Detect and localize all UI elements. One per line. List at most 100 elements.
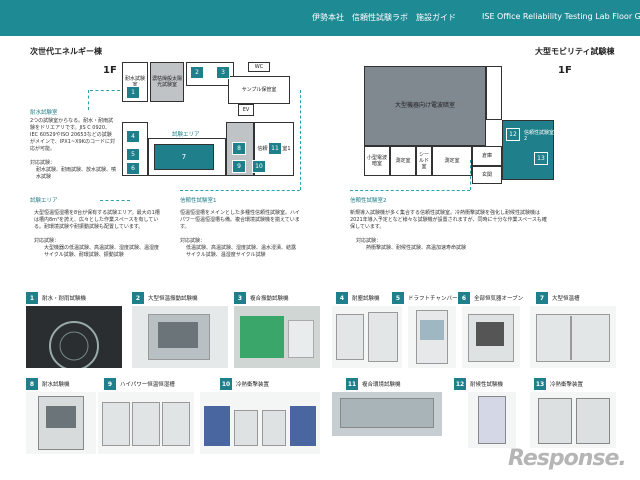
room-measure2: 測定室 bbox=[432, 146, 472, 176]
connector-water bbox=[90, 90, 120, 91]
connector-rel1 bbox=[300, 90, 301, 190]
watermark-logo: Response. bbox=[508, 446, 627, 471]
equip-label-12: 12 耐候性試験機 bbox=[454, 378, 503, 390]
equip-label-11: 11 複合環境試験機 bbox=[346, 378, 401, 390]
connector-rel2-h bbox=[350, 190, 470, 191]
room-num-11: 11 bbox=[268, 142, 282, 155]
equip-photo-12 bbox=[468, 392, 516, 448]
connector-rel2 bbox=[470, 160, 471, 190]
room-entrance: 玄関 bbox=[472, 166, 502, 184]
note-area-list-title: 対応試験： bbox=[34, 238, 60, 244]
equip-badge-6: 6 bbox=[458, 292, 470, 304]
equip-name-13: 冷熱衝撃装置 bbox=[550, 382, 584, 388]
connector-water-v bbox=[88, 90, 89, 110]
room-num-3: 3 bbox=[216, 66, 230, 79]
equip-photo-1 bbox=[26, 306, 122, 368]
rel2-tag: 信頼性試験室2 bbox=[524, 130, 555, 142]
equip-badge-3: 3 bbox=[234, 292, 246, 304]
room-num-5: 5 bbox=[126, 148, 140, 161]
left-section-title: 次世代エネルギー棟 bbox=[30, 47, 102, 56]
equip-label-7: 7 大型恒温槽 bbox=[536, 292, 580, 304]
note-rel1-heading: 信頼性試験室1 bbox=[180, 198, 217, 204]
equip-label-10: 10 冷熱衝撃装置 bbox=[220, 378, 269, 390]
equip-photo-7 bbox=[530, 306, 616, 368]
equip-label-4: 4 耐塵試験機 bbox=[336, 292, 380, 304]
header-title-en: ISE Office Reliability Testing Lab Floor… bbox=[482, 12, 640, 21]
equip-name-4: 耐塵試験機 bbox=[352, 296, 380, 302]
room-ev: EV bbox=[238, 104, 254, 116]
equip-badge-7: 7 bbox=[536, 292, 548, 304]
room-num-6: 6 bbox=[126, 162, 140, 175]
room-num-7: 7 bbox=[181, 153, 187, 161]
left-floor-plan: 耐水試験室 濃枯燥般太陽光試験室 WC サンプル保管室 EV 信頼性試験室1 7… bbox=[118, 58, 298, 178]
equip-name-8: 耐水試験機 bbox=[42, 382, 70, 388]
equip-name-9: ハイパワー恒温恒湿槽 bbox=[120, 382, 175, 388]
equip-label-9: 9 ハイパワー恒温恒湿槽 bbox=[104, 378, 175, 390]
equip-badge-11: 11 bbox=[346, 378, 358, 390]
equip-photo-1-art bbox=[49, 321, 99, 368]
equip-name-2: 大型恒温振動試験機 bbox=[148, 296, 198, 302]
room-num-12: 12 bbox=[506, 128, 520, 141]
equip-photo-13 bbox=[530, 392, 616, 448]
note-water-list: 耐水試験、耐雨試験、放水試験、噴水試験 bbox=[36, 167, 117, 180]
test-area-tag: 試験エリア bbox=[172, 132, 200, 138]
header-title-jp: 伊勢本社 信頼性試験ラボ 施設ガイド bbox=[312, 13, 456, 22]
room-anechoic: 大型機器向け電波暗室 bbox=[364, 66, 486, 146]
note-rel2-heading: 信頼性試験室2 bbox=[350, 198, 387, 204]
equip-name-11: 複合環境試験機 bbox=[362, 382, 401, 388]
room-small-anechoic: 小型電波暗室 bbox=[364, 146, 390, 176]
room-measure: 測定室 bbox=[390, 146, 416, 176]
note-rel1-body: 恒温恒湿槽をメインとした多種性信頼性試験室。ハイパワー恒温恒湿槽も備。複合環境試… bbox=[180, 210, 300, 230]
note-rel2-list-title: 対応試験： bbox=[356, 238, 382, 244]
equip-badge-2: 2 bbox=[132, 292, 144, 304]
equip-name-6: 全部恒気器オーブン bbox=[474, 296, 524, 302]
equip-photo-8 bbox=[26, 392, 96, 454]
left-floor-label: 1F bbox=[103, 65, 117, 76]
equip-name-1: 耐水・耐雨試験機 bbox=[42, 296, 87, 302]
room-num-2: 2 bbox=[190, 66, 204, 79]
equip-photo-10 bbox=[200, 392, 320, 454]
equip-name-7: 大型恒温槽 bbox=[552, 296, 580, 302]
equip-photo-5 bbox=[408, 306, 456, 368]
equip-label-5: 5 ドラフトチャンバー bbox=[392, 292, 457, 304]
note-area-list: 大型機器の低温試験、高温試験、湿度試験、温湿度サイクル試験、耐環試験、振動試験 bbox=[44, 245, 160, 258]
room-shield: シールド室 bbox=[416, 146, 432, 176]
room-weather: 濃枯燥般太陽光試験室 bbox=[150, 62, 184, 102]
equip-badge-12: 12 bbox=[454, 378, 466, 390]
equip-name-5: ドラフトチャンバー bbox=[408, 296, 458, 302]
note-water-body: 2つの試験室からなる。耐水・耐雨試験をドリエアリです。JIS C 0920、IE… bbox=[30, 118, 115, 152]
equip-name-10: 冷熱衝撃装置 bbox=[236, 382, 270, 388]
header-bar: 伊勢本社 信頼性試験ラボ 施設ガイド ISE Office Reliabilit… bbox=[0, 0, 640, 36]
right-floor-label: 1F bbox=[558, 65, 572, 76]
equip-photo-2 bbox=[132, 306, 228, 368]
note-area-body: 大型恒温恒湿槽を8台が保有する試験エリア。最大の1槽は槽内8m³を誇え、広々とし… bbox=[34, 210, 160, 230]
right-section-title: 大型モビリティ試験棟 bbox=[535, 47, 615, 56]
note-water-heading: 耐水試験室 bbox=[30, 110, 58, 116]
room-num-8: 8 bbox=[232, 142, 246, 155]
equip-photo-3 bbox=[234, 306, 320, 368]
room-wc: WC bbox=[248, 62, 270, 72]
test-area-tile: 7 bbox=[154, 144, 214, 170]
room-corridor bbox=[486, 66, 502, 120]
room-num-9: 9 bbox=[232, 160, 246, 173]
equip-badge-4: 4 bbox=[336, 292, 348, 304]
equip-label-2: 2 大型恒温振動試験機 bbox=[132, 292, 198, 304]
note-rel2-body: 新規導入試験機が多く集合する信頼性試験室。冷熱衝撃試験を強化し耐候性試験機は20… bbox=[350, 210, 547, 230]
equip-photo-9 bbox=[98, 392, 194, 454]
equip-name-12: 耐候性試験機 bbox=[470, 382, 504, 388]
equip-label-13: 13 冷熱衝撃装置 bbox=[534, 378, 583, 390]
equip-photo-11 bbox=[332, 392, 442, 436]
equip-label-6: 6 全部恒気器オーブン bbox=[458, 292, 523, 304]
room-sample: サンプル保管室 bbox=[228, 76, 290, 104]
equip-badge-10: 10 bbox=[220, 378, 232, 390]
equip-badge-9: 9 bbox=[104, 378, 116, 390]
connector-area bbox=[100, 200, 130, 201]
note-rel1-list-title: 対応試験： bbox=[180, 238, 206, 244]
equip-badge-13: 13 bbox=[534, 378, 546, 390]
room-num-13: 13 bbox=[534, 152, 548, 165]
equip-badge-5: 5 bbox=[392, 292, 404, 304]
room-num-1: 1 bbox=[126, 86, 140, 99]
